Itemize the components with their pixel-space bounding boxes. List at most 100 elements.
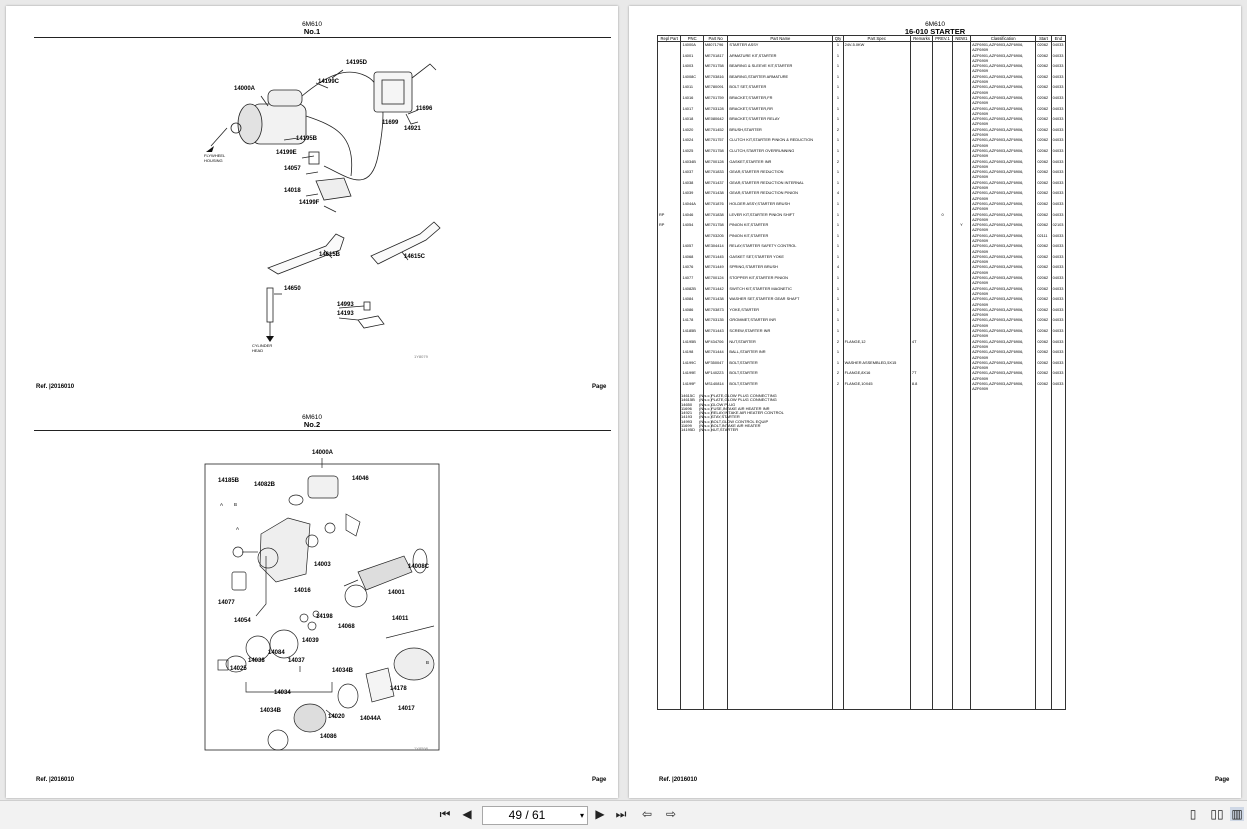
two-page-icon[interactable]: ▯▯ xyxy=(1210,807,1224,821)
cell-part: MF350047 xyxy=(702,359,729,371)
cell-repl xyxy=(656,63,682,74)
cell-spec xyxy=(842,158,911,170)
cell-prev xyxy=(932,84,953,95)
cell-part: ME701438 xyxy=(702,296,729,307)
callout-14001: 14001 xyxy=(388,590,405,596)
cell-new xyxy=(951,116,972,127)
cell-new xyxy=(951,158,972,170)
page-number-dropdown[interactable]: 49 / 61 ▾ xyxy=(482,806,588,825)
cell-repl xyxy=(656,137,682,148)
cell-spec xyxy=(842,211,911,223)
callout-14195D: 14195D xyxy=(346,60,368,66)
cell-qty: 1 xyxy=(832,285,844,297)
cell-rem xyxy=(909,222,934,233)
cell-name: PINION KIT,STARTER xyxy=(727,232,834,244)
cell-repl xyxy=(656,147,682,159)
classification-line: AZF6901,AZF6903,AZF6906, xyxy=(972,275,1024,281)
forward-view-icon[interactable]: ⇨ xyxy=(665,807,677,821)
cell-prev xyxy=(932,243,953,254)
cell-end: 04033 xyxy=(1050,328,1067,339)
callout-14082B: 14082B xyxy=(254,482,276,488)
cell-spec xyxy=(842,306,911,318)
cell-qty: 1 xyxy=(832,359,844,371)
cell-cls: AZF6901,AZF6903,AZF6906,AZF6909 xyxy=(970,116,1037,127)
classification-line: AZF6901,AZF6903,AZF6906, xyxy=(972,179,1024,185)
callout-14057: 14057 xyxy=(284,166,301,172)
cell-qty: 1 xyxy=(832,41,844,53)
cell-cls: AZF6901,AZF6903,AZF6906,AZF6909 xyxy=(970,243,1037,254)
cell-end: 04033 xyxy=(1050,338,1067,350)
cell-rem xyxy=(909,306,934,318)
list-item: 14650(N.s.c.)GLOW PLUG xyxy=(681,401,784,407)
callout-14615B: 14615B xyxy=(319,252,341,258)
classification-suffix: AZF6909 xyxy=(972,110,989,116)
cell-repl xyxy=(656,73,682,85)
single-page-icon[interactable]: ▯ xyxy=(1189,807,1197,821)
continuous-icon[interactable]: ▥ xyxy=(1230,807,1244,821)
cell-repl xyxy=(656,116,682,127)
cell-repl xyxy=(656,253,682,265)
back-view-icon[interactable]: ⇦ xyxy=(641,807,653,821)
cell-name: WASHER SET,STARTER GEAR SHAFT xyxy=(727,296,834,307)
classification-suffix: AZF6909 xyxy=(972,354,989,360)
letter-b-top: B xyxy=(234,502,238,507)
note-tag: (N.s.c.) xyxy=(699,401,712,407)
cell-new xyxy=(951,190,972,201)
cell-spec xyxy=(842,285,911,297)
classification-suffix: AZF6909 xyxy=(972,280,989,286)
prev-page-icon[interactable]: ◀ xyxy=(462,807,472,821)
note-pnc: 14615B xyxy=(681,397,695,403)
cell-rem xyxy=(909,275,934,286)
cell-cls: AZF6901,AZF6903,AZF6906,AZF6909 xyxy=(970,63,1037,74)
next-page-icon[interactable]: ▶ xyxy=(595,807,605,821)
cell-spec xyxy=(842,243,911,254)
classification-line: AZF6901,AZF6903,AZF6906, xyxy=(972,63,1024,69)
list-item: 14921(N.s.c.)RELAY,INTAKE AIR HEATER CON… xyxy=(681,410,784,415)
callout-14018: 14018 xyxy=(284,188,301,194)
cell-cls: AZF6901,AZF6903,AZF6906,AZF6909 xyxy=(970,73,1037,85)
cell-end: 04033 xyxy=(1050,296,1067,307)
callout-14034B-a: 14034B xyxy=(332,668,354,674)
classification-suffix: AZF6909 xyxy=(972,57,989,63)
bottom-sheet-ref: Ref. |2016010 xyxy=(36,777,74,783)
cell-new xyxy=(951,338,972,350)
cell-spec: FLANGE,10X45 xyxy=(842,381,911,710)
ref-label-bottom: Ref. xyxy=(36,777,48,783)
bottom-sheet-model: 6M610 xyxy=(302,414,322,421)
cell-name: NUT,STARTER xyxy=(727,338,834,350)
cell-part: ME701445 xyxy=(702,253,729,265)
cell-prev xyxy=(932,264,953,276)
cell-start: 02062 xyxy=(1035,370,1052,381)
bottom-sheet-title: 6M610 No.2 xyxy=(6,414,618,428)
letter-a-top: A xyxy=(220,502,224,507)
cell-prev xyxy=(932,179,953,191)
cell-cls: AZF6901,AZF6903,AZF6906,AZF6909 xyxy=(970,94,1037,106)
cell-new xyxy=(951,105,972,117)
cell-repl xyxy=(656,200,682,212)
cell-pnc: 14198 xyxy=(680,349,704,360)
note-tag: (N.s.c.) xyxy=(699,393,712,398)
cell-repl xyxy=(656,306,682,318)
cell-repl xyxy=(656,158,682,170)
cell-start: 02062 xyxy=(1035,116,1052,127)
callout-14650: 14650 xyxy=(284,286,301,292)
cell-start: 02062 xyxy=(1035,147,1052,159)
flywheel-housing-label: FLYWHEEL HOUSING xyxy=(204,153,226,163)
cell-repl xyxy=(656,370,682,381)
first-page-icon[interactable]: ⏮ xyxy=(439,807,451,821)
cell-end: 04033 xyxy=(1050,264,1067,276)
cell-prev xyxy=(932,253,953,265)
last-page-icon[interactable]: ⏭ xyxy=(615,807,627,821)
cell-cls: AZF6901,AZF6903,AZF6906,AZF6909 xyxy=(970,179,1037,191)
callout-14193: 14193 xyxy=(337,311,354,317)
list-item: 11699(N.s.c.)BOLT,INTAKE AIR HEATER xyxy=(681,423,784,428)
cell-rem: 7T xyxy=(909,370,934,381)
